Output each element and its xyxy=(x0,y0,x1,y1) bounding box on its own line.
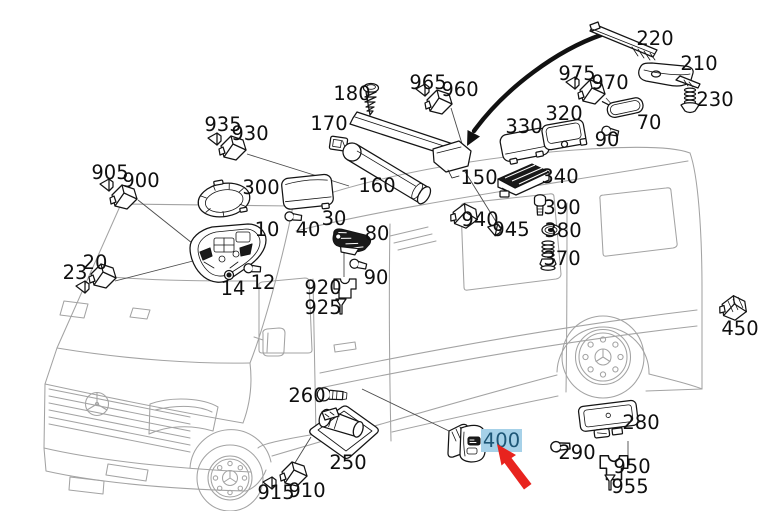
part-150-drawing xyxy=(349,111,472,179)
part-450-drawing xyxy=(717,293,749,323)
part-80-drawing xyxy=(332,228,372,256)
part-label-925[interactable]: 925 xyxy=(304,296,341,319)
van-outline xyxy=(43,146,703,511)
part-callout-400[interactable]: 400 xyxy=(481,429,522,452)
part-label-920[interactable]: 920 xyxy=(304,276,341,299)
part-label-450[interactable]: 450 xyxy=(721,317,758,340)
part-label-220[interactable]: 220 xyxy=(636,27,673,50)
part-label-300[interactable]: 300 xyxy=(242,176,279,199)
selection-pointer-arrow xyxy=(497,444,532,490)
part-label-290[interactable]: 290 xyxy=(558,441,595,464)
part-label-20[interactable]: 20 xyxy=(83,251,108,274)
leader-lines xyxy=(114,97,629,480)
part-label-12[interactable]: 12 xyxy=(251,271,276,294)
part-label-340[interactable]: 340 xyxy=(541,165,578,188)
part-370-drawing xyxy=(539,240,557,271)
part-380-drawing xyxy=(541,223,561,237)
part-label-40[interactable]: 40 xyxy=(296,218,321,241)
part-label-320[interactable]: 320 xyxy=(545,102,582,125)
part-label-915[interactable]: 915 xyxy=(257,481,294,504)
part-label-90-mid[interactable]: 90 xyxy=(364,266,389,289)
part-label-260[interactable]: 260 xyxy=(288,384,325,407)
part-label-955[interactable]: 955 xyxy=(611,475,648,498)
part-label-23[interactable]: 23 xyxy=(63,261,88,284)
part-320-drawing xyxy=(541,119,588,151)
part-280-drawing xyxy=(577,399,639,439)
part-70-drawing xyxy=(601,97,644,118)
part-300-drawing xyxy=(197,179,251,218)
part-label-400: 400 xyxy=(483,429,520,452)
part-label-10[interactable]: 10 xyxy=(255,218,280,241)
part-label-945[interactable]: 945 xyxy=(492,218,529,241)
part-label-930[interactable]: 930 xyxy=(231,122,268,145)
part-label-210[interactable]: 210 xyxy=(680,52,717,75)
part-14-drawing xyxy=(223,269,235,281)
part-label-910[interactable]: 910 xyxy=(288,479,325,502)
part-label-960[interactable]: 960 xyxy=(441,78,478,101)
part-label-975[interactable]: 975 xyxy=(558,62,595,85)
part-label-370[interactable]: 370 xyxy=(543,247,580,270)
part-label-400-highlight xyxy=(481,429,522,452)
part-220-drawing xyxy=(589,21,658,61)
part-label-90-rear[interactable]: 90 xyxy=(595,128,620,151)
part-label-30[interactable]: 30 xyxy=(322,207,347,230)
part-label-940[interactable]: 940 xyxy=(461,208,498,231)
part-230-drawing xyxy=(680,87,700,114)
part-label-905[interactable]: 905 xyxy=(91,161,128,184)
part-drawings xyxy=(75,21,749,491)
part-label-280[interactable]: 280 xyxy=(622,411,659,434)
part-label-380[interactable]: 380 xyxy=(544,219,581,242)
part-label-150[interactable]: 150 xyxy=(460,166,497,189)
part-label-390[interactable]: 390 xyxy=(543,196,580,219)
part-label-180[interactable]: 180 xyxy=(333,82,370,105)
part-390-drawing xyxy=(533,194,547,216)
part-340-drawing xyxy=(497,163,550,198)
part-30-drawing xyxy=(281,173,334,210)
direction-arrow xyxy=(467,32,604,146)
part-210-drawing xyxy=(638,62,701,89)
part-label-230[interactable]: 230 xyxy=(696,88,733,111)
part-label-80[interactable]: 80 xyxy=(365,222,390,245)
part-label-900[interactable]: 900 xyxy=(122,169,159,192)
part-label-965[interactable]: 965 xyxy=(409,71,446,94)
part-260-drawing xyxy=(316,387,348,402)
part-label-330[interactable]: 330 xyxy=(505,115,542,138)
part-label-14[interactable]: 14 xyxy=(221,277,246,300)
part-160-drawing xyxy=(342,142,432,205)
part-label-950[interactable]: 950 xyxy=(613,455,650,478)
part-250-drawing xyxy=(309,405,379,460)
part-10-drawing xyxy=(189,223,267,283)
part-label-170[interactable]: 170 xyxy=(310,112,347,135)
part-label-160[interactable]: 160 xyxy=(358,174,395,197)
part-label-935[interactable]: 935 xyxy=(204,113,241,136)
part-400-drawing xyxy=(447,423,486,463)
part-label-70[interactable]: 70 xyxy=(637,111,662,134)
part-180-drawing xyxy=(362,82,380,116)
part-label-970[interactable]: 970 xyxy=(591,71,628,94)
part-label-250[interactable]: 250 xyxy=(329,451,366,474)
